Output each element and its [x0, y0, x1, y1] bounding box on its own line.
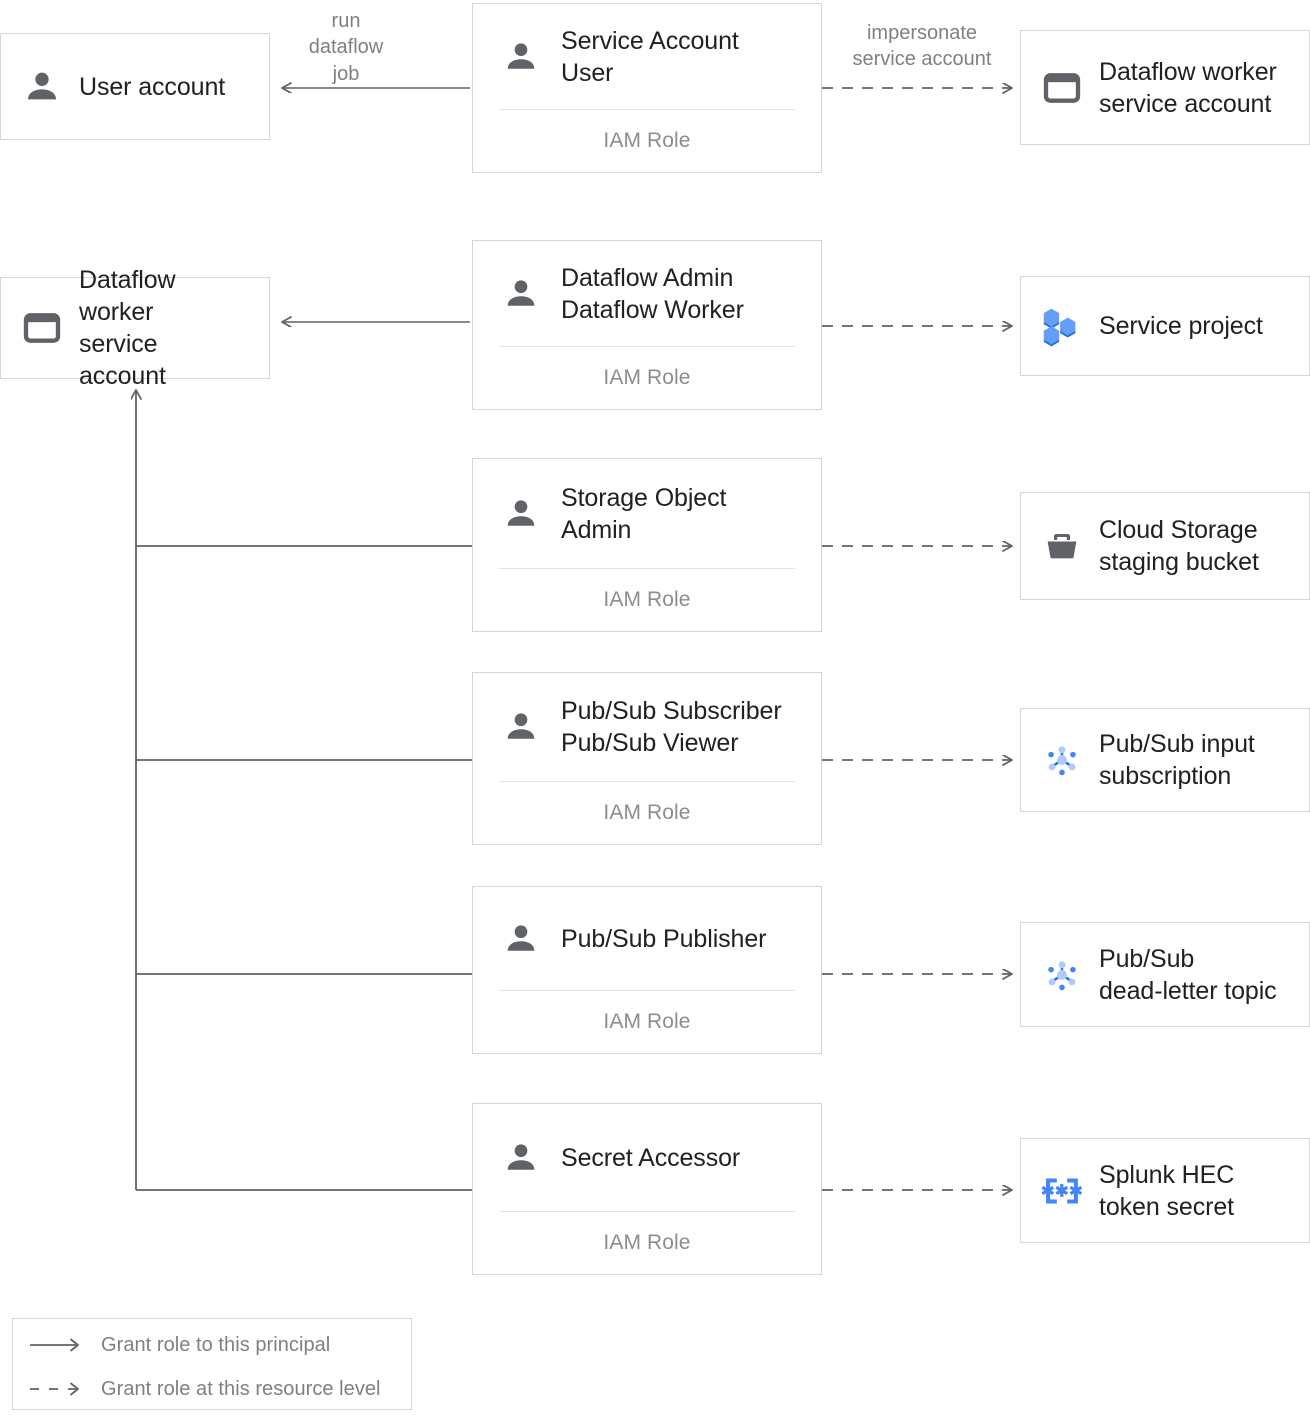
role-card-footer: IAM Role: [603, 1231, 691, 1254]
role-card-pubsub-subscriber-viewer[interactable]: Pub/Sub Subscriber Pub/Sub Viewer IAM Ro…: [472, 672, 822, 845]
resource-dataflow-worker-service-account[interactable]: Dataflow worker service account: [1020, 30, 1310, 145]
role-names: Secret Accessor: [561, 1143, 741, 1172]
role-names: Pub/Sub Subscriber Pub/Sub Viewer: [561, 697, 782, 757]
edge-caption-impersonate-service-account: impersonate service account: [852, 22, 992, 71]
role-card-pubsub-publisher[interactable]: Pub/Sub Publisher IAM Role: [472, 886, 822, 1054]
pubsub-icon: [1039, 737, 1085, 783]
cloud-storage-bucket-icon: [1039, 523, 1085, 569]
principal-label: Dataflow worker service account: [79, 266, 176, 390]
role-card-top: Dataflow Admin Dataflow Worker: [473, 241, 821, 346]
role-card-dataflow-admin-worker[interactable]: Dataflow Admin Dataflow Worker IAM Role: [472, 240, 822, 410]
legend-label: Grant role at this resource level: [101, 1377, 381, 1400]
role-card-footer: IAM Role: [603, 588, 691, 611]
edge-roles-bus-to-dataflow-worker-sa: [136, 390, 472, 1191]
role-card-footer: IAM Role: [603, 129, 691, 152]
legend-item-grant-role-at-resource-level: Grant role at this resource level: [13, 1369, 411, 1409]
resource-service-project[interactable]: Service project: [1020, 276, 1310, 376]
edge-caption-run-dataflow-job: run dataflow job: [308, 10, 384, 85]
person-icon: [499, 35, 543, 79]
person-icon: [19, 64, 65, 110]
person-icon: [499, 917, 543, 961]
role-card-service-account-user[interactable]: Service Account User IAM Role: [472, 3, 822, 173]
legend-label: Grant role to this principal: [101, 1333, 331, 1356]
divider: [499, 1211, 795, 1212]
solid-arrow-icon: [13, 1337, 101, 1353]
resource-label: Pub/Sub input subscription: [1099, 730, 1255, 790]
resource-label: Pub/Sub dead-letter topic: [1099, 944, 1277, 1005]
person-icon: [499, 705, 543, 749]
role-names: Storage Object Admin: [561, 483, 727, 544]
divider: [499, 346, 795, 347]
resource-label: Dataflow worker service account: [1099, 57, 1277, 118]
resource-label: Splunk HEC token secret: [1099, 1160, 1235, 1221]
role-card-footer: IAM Role: [603, 1010, 691, 1033]
principal-dataflow-worker-service-account[interactable]: Dataflow worker service account: [0, 266, 270, 390]
project-hexagons-icon: [1039, 303, 1085, 349]
role-names: Pub/Sub Publisher: [561, 924, 767, 953]
role-names: Service Account User: [561, 26, 739, 87]
person-icon: [499, 492, 543, 536]
role-card-top: Pub/Sub Publisher: [473, 887, 821, 990]
divider: [499, 990, 795, 991]
divider: [499, 109, 795, 110]
resource-label: Cloud Storage staging bucket: [1099, 516, 1259, 576]
role-card-footer: IAM Role: [603, 801, 691, 824]
service-account-icon: [19, 305, 65, 351]
resource-cloud-storage-staging-bucket[interactable]: Cloud Storage staging bucket: [1020, 492, 1310, 600]
resource-label: Service project: [1099, 312, 1263, 340]
secret-manager-icon: ✱✱✱: [1039, 1168, 1085, 1214]
service-account-icon: [1039, 65, 1085, 111]
principal-user-account[interactable]: User account: [0, 33, 270, 140]
resource-pubsub-dead-letter-topic[interactable]: Pub/Sub dead-letter topic: [1020, 922, 1310, 1027]
role-card-top: Pub/Sub Subscriber Pub/Sub Viewer: [473, 673, 821, 781]
legend-item-grant-role-to-principal: Grant role to this principal: [13, 1325, 411, 1365]
person-icon: [499, 1136, 543, 1180]
legend: Grant role to this principal Grant role …: [12, 1318, 412, 1410]
role-card-secret-accessor[interactable]: Secret Accessor IAM Role: [472, 1103, 822, 1275]
resource-splunk-hec-token-secret[interactable]: ✱✱✱ Splunk HEC token secret: [1020, 1138, 1310, 1243]
person-icon: [499, 272, 543, 316]
role-names: Dataflow Admin Dataflow Worker: [561, 263, 744, 324]
principal-label: User account: [79, 72, 226, 101]
divider: [499, 781, 795, 782]
role-card-top: Secret Accessor: [473, 1104, 821, 1211]
role-card-top: Service Account User: [473, 4, 821, 109]
resource-pubsub-input-subscription[interactable]: Pub/Sub input subscription: [1020, 708, 1310, 812]
pubsub-icon: [1039, 952, 1085, 998]
dashed-arrow-icon: [13, 1381, 101, 1397]
role-card-footer: IAM Role: [603, 366, 691, 389]
role-card-top: Storage Object Admin: [473, 459, 821, 568]
divider: [499, 568, 795, 569]
svg-text:✱✱✱: ✱✱✱: [1041, 1182, 1083, 1200]
role-card-storage-object-admin[interactable]: Storage Object Admin IAM Role: [472, 458, 822, 632]
